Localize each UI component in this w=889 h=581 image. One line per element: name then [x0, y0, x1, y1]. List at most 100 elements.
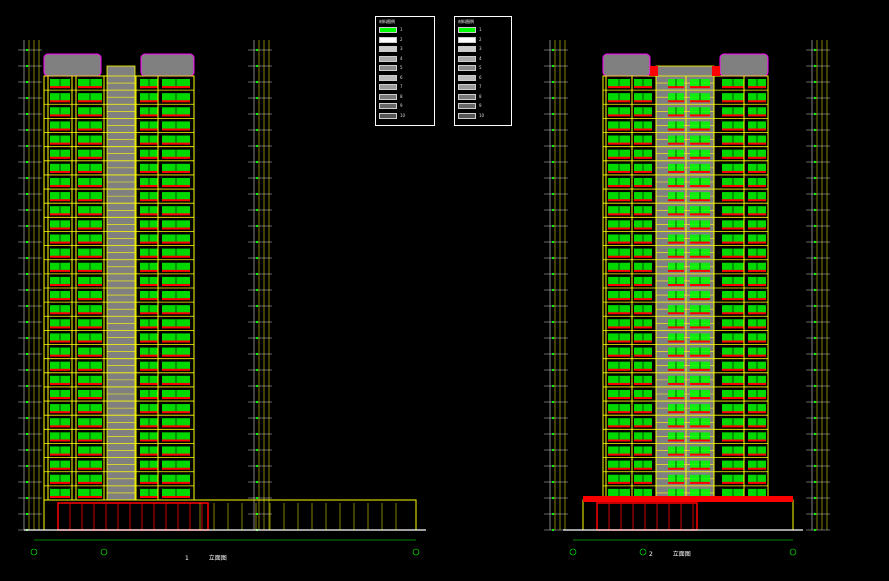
balcony-rail: [690, 340, 710, 343]
balcony-rail: [140, 170, 158, 173]
level-marker: [814, 529, 816, 531]
level-marker: [26, 65, 28, 67]
balcony-rail: [50, 453, 70, 456]
level-marker: [814, 481, 816, 483]
balcony-rail: [50, 170, 70, 173]
balcony-rail: [608, 425, 630, 428]
level-marker: [814, 289, 816, 291]
level-marker: [552, 433, 554, 435]
level-marker: [256, 225, 258, 227]
level-marker: [814, 49, 816, 51]
balcony-rail: [722, 199, 744, 202]
balcony-rail: [162, 496, 190, 498]
balcony-rail: [50, 199, 70, 202]
balcony-rail: [78, 382, 102, 385]
balcony-rail: [608, 100, 630, 103]
level-marker: [814, 337, 816, 339]
balcony-rail: [78, 114, 102, 117]
level-marker: [256, 193, 258, 195]
balcony-rail: [722, 227, 744, 230]
legend-swatch: [458, 36, 476, 43]
legend-item: 5: [379, 65, 439, 71]
level-marker: [552, 129, 554, 131]
legend-label: 3: [479, 46, 482, 51]
balcony-rail: [78, 425, 102, 428]
balcony-rail: [78, 453, 102, 456]
balcony-rail: [162, 439, 190, 442]
level-marker: [26, 81, 28, 83]
balcony-rail: [50, 467, 70, 470]
balcony-rail: [608, 467, 630, 470]
balcony-rail: [634, 312, 652, 315]
balcony-rail: [162, 114, 190, 117]
balcony-rail: [690, 354, 710, 357]
balcony-rail: [634, 269, 652, 272]
balcony-rail: [748, 411, 766, 414]
balcony-rail: [140, 453, 158, 456]
balcony-rail: [78, 156, 102, 159]
roof-parapet: [719, 53, 769, 77]
balcony-rail: [668, 481, 684, 484]
balcony-rail: [608, 156, 630, 159]
balcony-rail: [608, 326, 630, 329]
balcony-rail: [748, 241, 766, 244]
legend-swatch: [379, 74, 397, 81]
balcony-rail: [608, 241, 630, 244]
level-marker: [256, 113, 258, 115]
level-marker: [552, 225, 554, 227]
level-marker: [814, 113, 816, 115]
legend-item: 3: [379, 46, 439, 52]
level-marker: [26, 113, 28, 115]
view-number: 2: [649, 551, 653, 558]
balcony-rail: [78, 86, 102, 89]
balcony-rail: [162, 86, 190, 89]
legend-swatch: [458, 103, 476, 109]
level-marker: [552, 209, 554, 211]
legend-swatch: [379, 36, 397, 43]
balcony-rail: [668, 269, 684, 272]
balcony-rail: [690, 100, 710, 103]
level-marker: [256, 129, 258, 131]
balcony-rail: [748, 156, 766, 159]
balcony-rail: [50, 142, 70, 145]
legend-item: 7: [379, 84, 439, 90]
balcony-rail: [50, 326, 70, 329]
legend-swatch: [458, 93, 476, 100]
balcony-rail: [162, 312, 190, 315]
balcony-rail: [608, 255, 630, 258]
level-marker: [814, 305, 816, 307]
balcony-rail: [634, 382, 652, 385]
level-marker: [256, 81, 258, 83]
level-marker: [814, 65, 816, 67]
balcony-rail: [690, 411, 710, 414]
view-number: 1: [185, 555, 189, 562]
balcony-rail: [50, 312, 70, 315]
legend-item: 5: [458, 65, 518, 71]
balcony-rail: [78, 213, 102, 216]
balcony-rail: [78, 368, 102, 371]
balcony-rail: [140, 128, 158, 131]
level-marker: [552, 529, 554, 531]
level-marker: [26, 49, 28, 51]
balcony-rail: [722, 298, 744, 301]
legend-item: 10: [458, 112, 518, 119]
balcony-rail: [50, 128, 70, 131]
legend-swatch: [458, 65, 476, 71]
legend-label: 10: [479, 112, 485, 118]
balcony-rail: [722, 382, 744, 385]
balcony-rail: [78, 411, 102, 414]
balcony-rail: [722, 312, 744, 315]
roof-accent: [712, 66, 720, 76]
level-marker: [552, 401, 554, 403]
balcony-rail: [634, 241, 652, 244]
level-marker: [814, 225, 816, 227]
balcony-rail: [78, 284, 102, 286]
level-marker: [552, 97, 554, 99]
level-marker: [552, 161, 554, 163]
balcony-rail: [608, 269, 630, 272]
level-marker: [26, 209, 28, 211]
level-marker: [256, 241, 258, 243]
balcony-rail: [690, 213, 710, 216]
balcony-rail: [668, 185, 684, 188]
balcony-rail: [722, 269, 744, 272]
